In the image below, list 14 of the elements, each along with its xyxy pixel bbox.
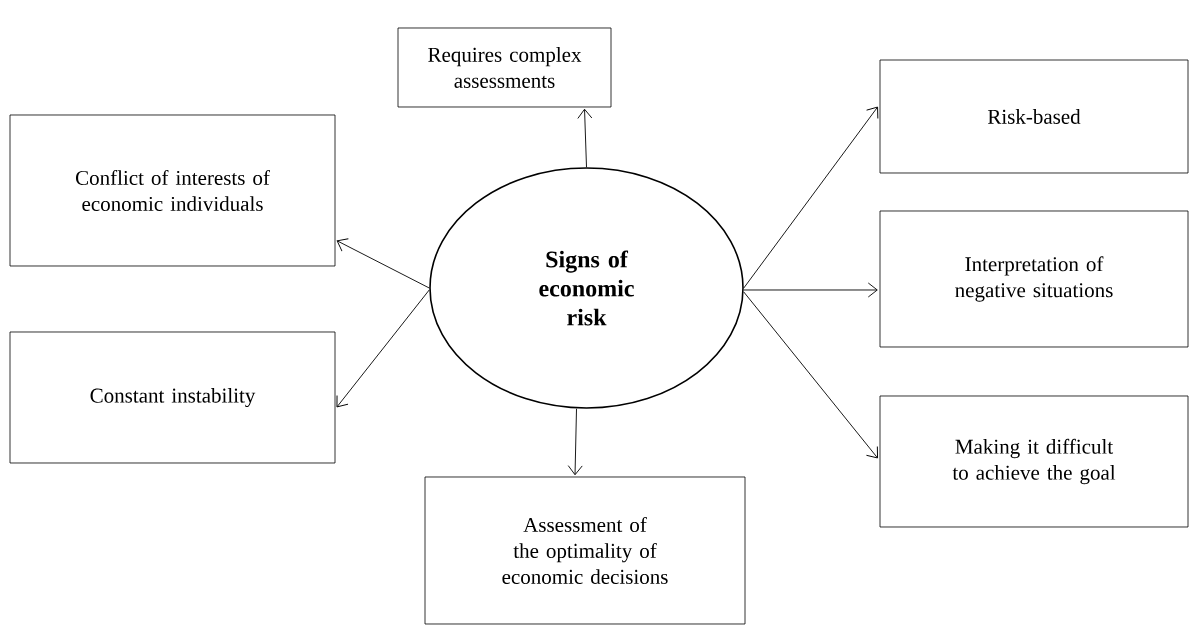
text-box: Interpretation of negative situations xyxy=(879,210,1189,348)
text-box: Constant instability xyxy=(9,331,336,464)
text-box: Making it difficult to achieve the goal xyxy=(879,395,1189,528)
arrow xyxy=(336,289,430,408)
text-box: Assessment of the optimality of economic decisions xyxy=(424,476,746,625)
arrow xyxy=(743,106,879,289)
arrow xyxy=(577,108,593,168)
arrow xyxy=(336,238,430,289)
text-box: Conflict of interests of economic individuals xyxy=(9,114,336,267)
arrow xyxy=(567,408,583,476)
arrow xyxy=(743,291,878,459)
arrow xyxy=(743,282,878,298)
text-box: Risk-based xyxy=(879,59,1189,174)
text-box: Requires complex assessments xyxy=(397,27,612,108)
